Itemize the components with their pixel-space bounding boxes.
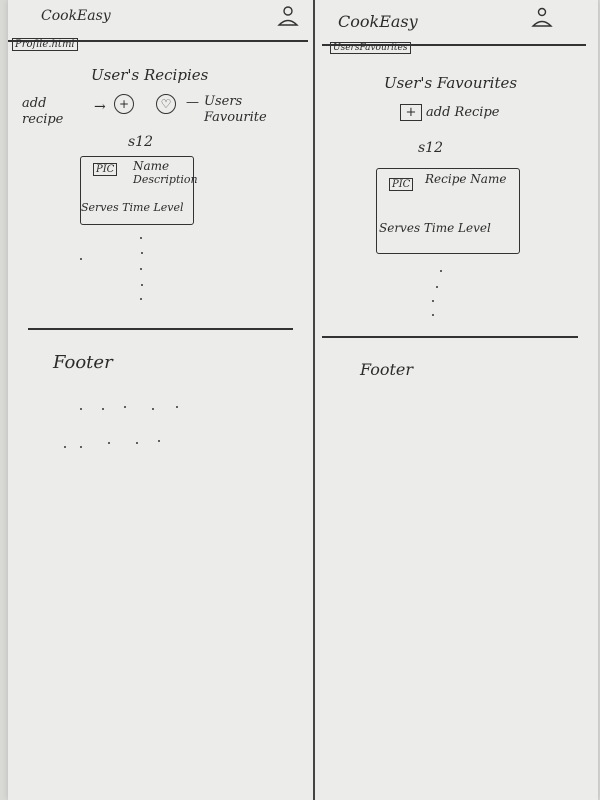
left-card-description: Description (133, 173, 198, 186)
arrow-icon: → (94, 99, 106, 115)
add-recipe-icon[interactable]: + (114, 94, 134, 114)
footer-dot (64, 446, 66, 448)
right-page-title: User's Favourites (384, 74, 518, 92)
left-header-rule (8, 40, 308, 42)
list-dot (140, 268, 142, 270)
right-header-rule (322, 44, 586, 46)
left-card-pic: PIC (93, 163, 118, 176)
footer-dot (108, 442, 110, 444)
right-card-meta: Serves Time Level (379, 221, 491, 235)
footer-dot (124, 406, 126, 408)
list-dot (140, 237, 142, 239)
footer-dot (102, 408, 104, 410)
list-dot (141, 284, 143, 286)
list-dot (440, 270, 442, 272)
right-recipe-card[interactable]: PIC Recipe Name Serves Time Level (376, 168, 520, 254)
left-page-title: User's Recipies (91, 66, 209, 84)
dash-icon: — (186, 95, 199, 110)
add-icon: + (400, 104, 422, 121)
footer-dot (80, 446, 82, 448)
list-dot (432, 314, 434, 316)
add-recipe-button-label: add Recipe (426, 105, 500, 120)
left-section-label: s12 (128, 134, 153, 150)
left-footer: Footer (53, 352, 113, 373)
list-dot (141, 252, 143, 254)
right-card-pic: PIC (389, 178, 414, 191)
favourites-icon[interactable]: ♡ (156, 94, 176, 114)
left-footer-rule (28, 328, 293, 330)
left-recipe-card[interactable]: PIC Name Description Serves Time Level (80, 156, 198, 225)
page-divider (313, 0, 315, 800)
left-page-label: Profile.html (12, 38, 78, 51)
right-card-name: Recipe Name (425, 172, 507, 186)
footer-dot (152, 408, 154, 410)
left-user-icon[interactable] (276, 4, 300, 28)
list-dot (432, 300, 434, 302)
left-card-name: Name (133, 159, 170, 173)
list-dot (436, 286, 438, 288)
right-page-label: UsersFavourites (330, 42, 411, 54)
list-dot (140, 298, 142, 300)
users-favourite-label: Users Favourite (204, 94, 267, 125)
right-section-label: s12 (418, 140, 443, 156)
footer-dot (80, 408, 82, 410)
right-user-icon[interactable] (530, 6, 554, 30)
left-card-meta: Serves Time Level (81, 201, 184, 214)
footer-dot (176, 406, 178, 408)
footer-dot (158, 440, 160, 442)
sketch-sheet: CookEasy Profile.html User's Recipies ad… (8, 0, 598, 800)
list-dot (80, 258, 82, 260)
right-footer: Footer (360, 360, 414, 379)
footer-dot (136, 442, 138, 444)
right-footer-rule (322, 336, 578, 338)
add-recipe-label: add recipe (22, 96, 64, 127)
right-app-logo[interactable]: CookEasy (338, 12, 418, 31)
add-recipe-button[interactable]: + add Recipe (400, 104, 499, 121)
left-app-logo[interactable]: CookEasy (41, 8, 111, 24)
